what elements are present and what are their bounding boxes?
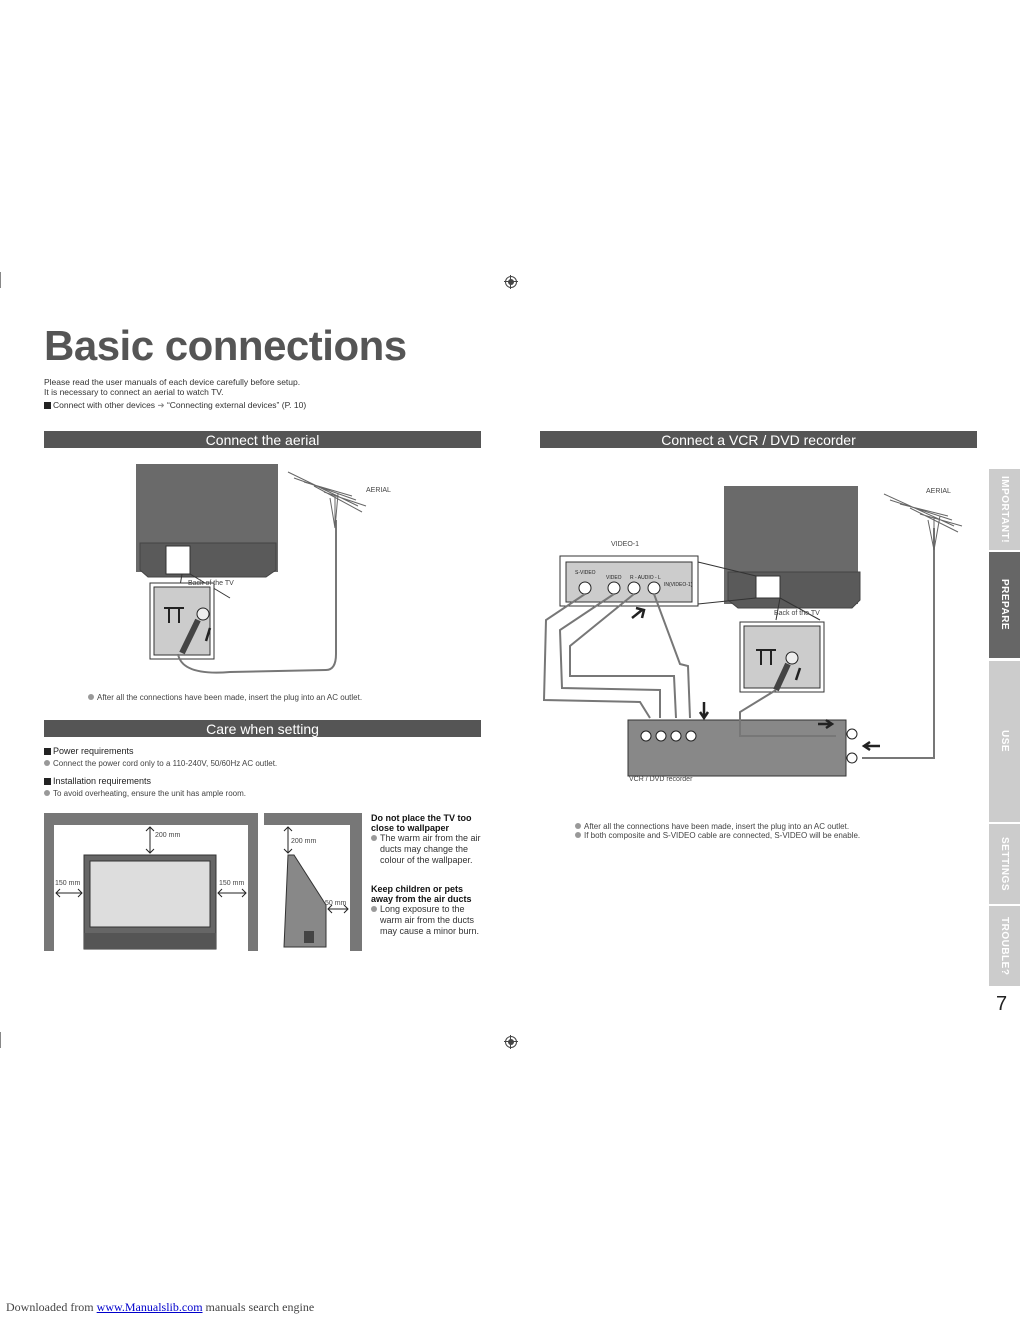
back-of-tv-label: Back of the TV: [188, 580, 234, 587]
warning-text: The warm air from the air ducts may chan…: [380, 833, 481, 865]
note-text: To avoid overheating, ensure the unit ha…: [53, 789, 247, 798]
power-heading: Power requirements: [44, 746, 134, 756]
bullet-icon: [44, 790, 50, 796]
vcr-note: If both composite and S-VIDEO cable are …: [575, 831, 860, 841]
trim-mark: [0, 272, 1, 288]
side-clearance-diagram: [264, 813, 362, 951]
heading-text: Power requirements: [53, 746, 134, 756]
bullet-icon: [575, 823, 581, 829]
square-bullet-icon: [44, 402, 51, 409]
registration-mark-icon: [504, 1035, 518, 1049]
square-bullet-icon: [44, 748, 51, 755]
page-number: 7: [996, 993, 1008, 1015]
intro-line: Please read the user manuals of each dev…: [44, 377, 301, 387]
section-header-care: Care when setting: [44, 720, 481, 737]
section-header-aerial: Connect the aerial: [44, 431, 481, 448]
footer-prefix: Downloaded from: [6, 1300, 97, 1314]
panel-audio-label: R - AUDIO - L: [630, 575, 661, 581]
tab-label: PREPARE: [999, 579, 1010, 631]
intro-line: It is necessary to connect an aerial to …: [44, 387, 224, 397]
footer-suffix: manuals search engine: [202, 1300, 315, 1314]
vcr-note: After all the connections have been made…: [575, 822, 849, 832]
tab-label: SETTINGS: [999, 836, 1010, 891]
bullet-icon: [371, 906, 377, 912]
tab-important[interactable]: IMPORTANT!: [989, 469, 1020, 550]
aerial-label: AERIAL: [366, 487, 391, 494]
recorder-label: VCR / DVD recorder: [629, 776, 693, 783]
cross-reference: Connect with other devices ➜ “Connecting…: [44, 400, 306, 411]
ref-link[interactable]: Connect with other devices: [53, 400, 156, 410]
warning-body: The warm air from the air ducts may chan…: [371, 833, 483, 866]
install-note: To avoid overheating, ensure the unit ha…: [44, 789, 246, 799]
bullet-icon: [44, 760, 50, 766]
footer: Downloaded from www.Manualslib.com manua…: [6, 1300, 314, 1315]
panel-svideo-label: S-VIDEO: [575, 570, 596, 576]
note-text: After all the connections have been made…: [97, 693, 363, 702]
footer-link[interactable]: www.Manualslib.com: [96, 1300, 203, 1314]
video1-label: VIDEO-1: [611, 541, 640, 548]
tab-label: USE: [999, 730, 1010, 753]
dim-side-back-label: 50 mm: [325, 900, 347, 907]
tab-prepare[interactable]: PREPARE: [989, 552, 1020, 658]
dim-side-top-label: 200 mm: [291, 838, 317, 845]
page-title: Basic connections: [44, 322, 407, 369]
warning-air-ducts: Keep children or pets away from the air …: [371, 884, 483, 937]
vcr-diagram: [542, 486, 963, 777]
warning-title: Keep children or pets away from the air …: [371, 884, 472, 904]
bullet-icon: [371, 835, 377, 841]
warning-text: Long exposure to the warm air from the d…: [380, 904, 480, 936]
warning-wallpaper: Do not place the TV too close to wallpap…: [371, 813, 483, 866]
dim-right-label: 150 mm: [219, 880, 245, 887]
aerial-label: AERIAL: [926, 488, 951, 495]
panel-video-label: VIDEO: [606, 575, 622, 581]
note-text: After all the connections have been made…: [584, 822, 850, 831]
warning-body: Long exposure to the warm air from the d…: [371, 904, 483, 937]
front-clearance-diagram: [44, 813, 258, 951]
panel-in-label: IN(VIDEO-1): [664, 582, 693, 588]
tab-settings[interactable]: SETTINGS: [989, 824, 1020, 904]
tab-use[interactable]: USE: [989, 661, 1020, 822]
aerial-diagram: [136, 464, 367, 674]
registration-mark-icon: [504, 275, 518, 289]
intro-text: Please read the user manuals of each dev…: [44, 377, 300, 397]
dim-top-label: 200 mm: [155, 832, 181, 839]
note-text: If both composite and S-VIDEO cable are …: [584, 831, 861, 840]
power-note: Connect the power cord only to a 110-240…: [44, 759, 277, 769]
tab-label: IMPORTANT!: [999, 475, 1010, 544]
tab-trouble[interactable]: TROUBLE?: [989, 906, 1020, 986]
warning-title: Do not place the TV too close to wallpap…: [371, 813, 472, 833]
install-heading: Installation requirements: [44, 776, 151, 786]
square-bullet-icon: [44, 778, 51, 785]
ref-target: “Connecting external devices” (P. 10): [166, 400, 307, 410]
bullet-icon: [575, 832, 581, 838]
heading-text: Installation requirements: [53, 776, 152, 786]
back-of-tv-label: Back of the TV: [774, 610, 820, 617]
note-text: Connect the power cord only to a 110-240…: [53, 759, 278, 768]
trim-mark: [0, 1032, 1, 1048]
arrow-right-icon: ➜: [157, 400, 165, 410]
bullet-icon: [88, 694, 94, 700]
aerial-note: After all the connections have been made…: [88, 693, 362, 703]
tab-label: TROUBLE?: [999, 916, 1010, 976]
section-header-vcr: Connect a VCR / DVD recorder: [540, 431, 977, 448]
dim-left-label: 150 mm: [55, 880, 81, 887]
